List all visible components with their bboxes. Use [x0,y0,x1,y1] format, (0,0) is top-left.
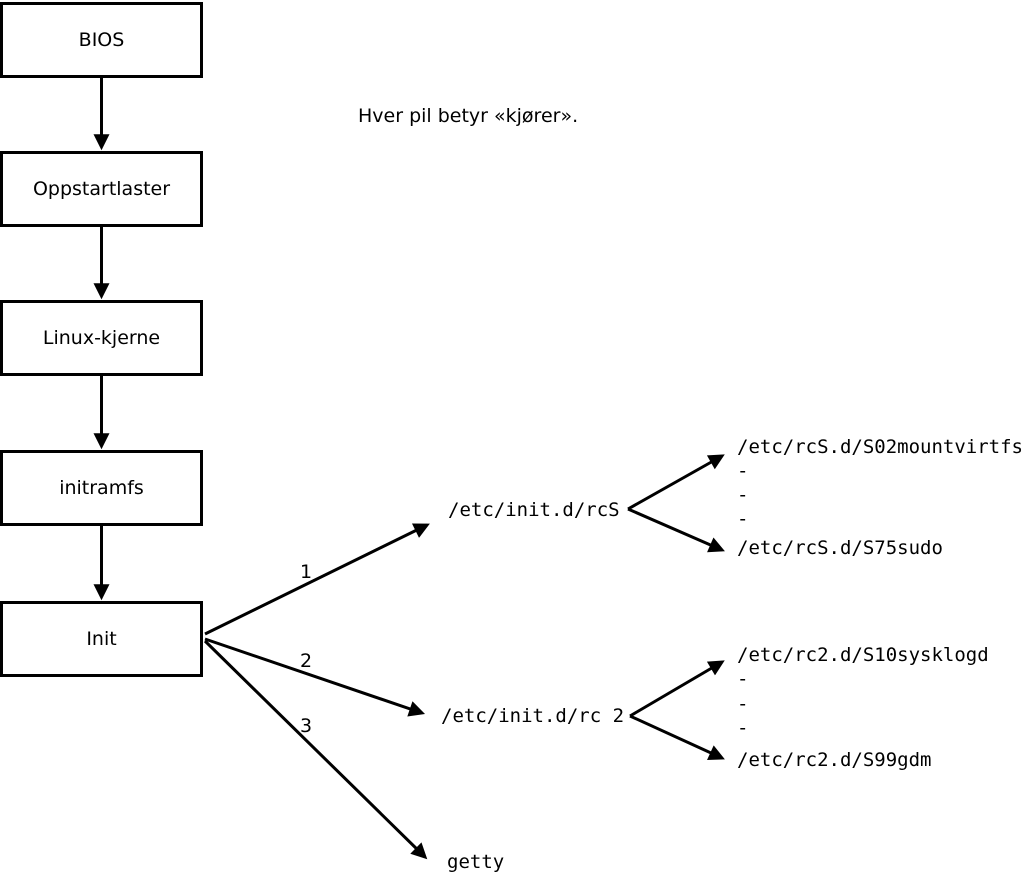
box-bootloader-rect [0,151,203,227]
arrow-init-to-rcs [204,523,430,636]
box-bootloader: Oppstartlaster [0,151,203,227]
branch-target-rcs: /etc/init.d/rcS [448,499,620,521]
arrow-init-to-getty [203,639,428,860]
box-init: Init [0,601,203,677]
box-linux-kernel: Linux-kjerne [0,300,203,376]
branch-order-2: 2 [300,650,312,672]
arrow-init-to-rc2 [204,637,426,717]
box-init-label: Init [86,628,116,650]
rc2-script-ellipsis-1: - [737,668,748,690]
rcs-script-ellipsis-3: - [737,508,748,530]
box-initramfs-label: initramfs [59,477,144,499]
rc2-script-first: /etc/rc2.d/S10sysklogd [737,644,989,666]
branch-order-1: 1 [300,561,312,583]
arrow-rc2-to-first-script [629,660,725,718]
rcs-script-first: /etc/rcS.d/S02mountvirtfs [737,436,1023,458]
box-linux-kernel-rect [0,300,203,376]
rcs-script-ellipsis-1: - [737,460,748,482]
box-linux-kernel-label: Linux-kjerne [43,327,160,349]
box-bios-rect [0,2,203,78]
box-initramfs: initramfs [0,450,203,526]
box-init-rect [0,601,203,677]
box-initramfs-rect [0,450,203,526]
arrow-rc2-to-last-script [629,714,725,760]
box-bios-label: BIOS [79,29,125,51]
rcs-script-ellipsis-2: - [737,484,748,506]
rcs-script-last: /etc/rcS.d/S75sudo [737,537,943,559]
rc2-script-ellipsis-2: - [737,693,748,715]
box-bootloader-label: Oppstartlaster [33,178,170,200]
branch-target-rc2: /etc/init.d/rc 2 [441,705,624,727]
rc2-script-last: /etc/rc2.d/S99gdm [737,749,931,771]
branch-order-3: 3 [300,715,312,737]
box-bios: BIOS [0,2,203,78]
note-text: Hver pil betyr «kjører». [358,105,578,127]
arrow-rcs-to-first-script [627,454,725,511]
rc2-script-ellipsis-3: - [737,717,748,739]
arrow-rcs-to-last-script [627,507,725,553]
branch-target-getty: getty [447,851,504,873]
